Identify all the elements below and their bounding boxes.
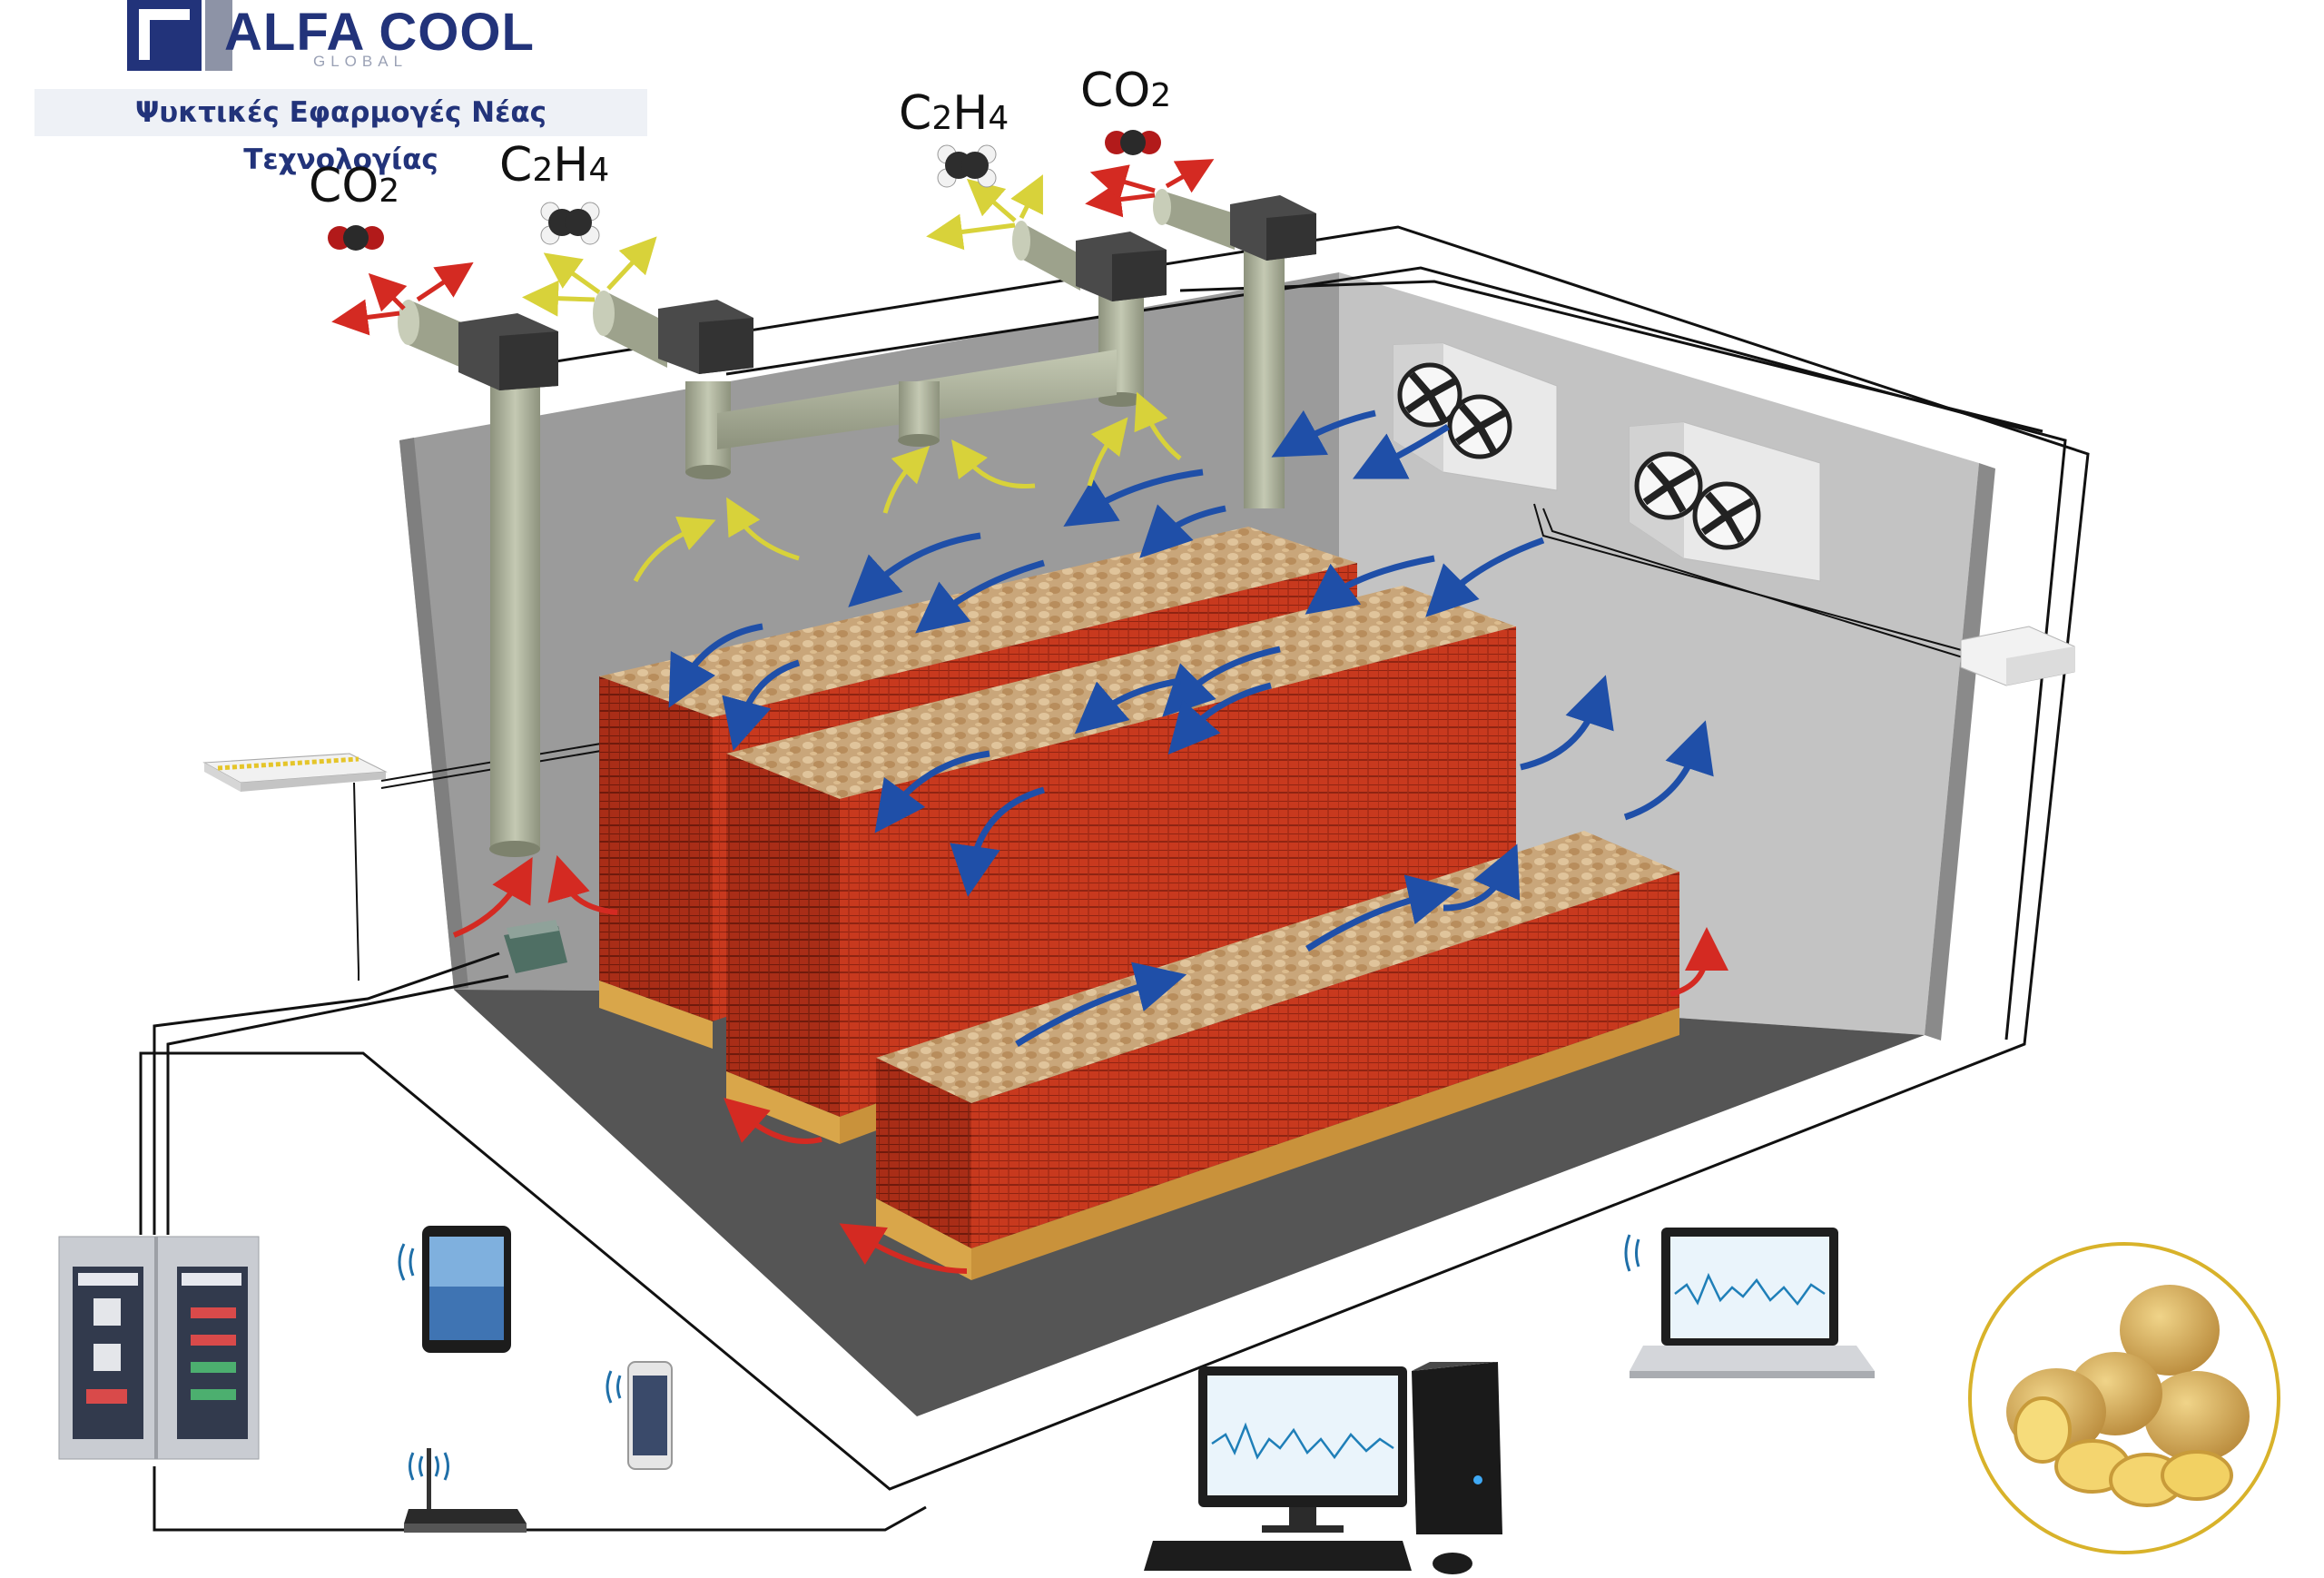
gas-label-co2-right: CO2 (1080, 64, 1172, 118)
control-panel-icon (58, 1236, 260, 1460)
smartphone-icon (606, 1361, 673, 1470)
tablet-icon (398, 1226, 511, 1353)
gas-label-co2-left: CO2 (309, 159, 400, 213)
brand-tagline: Ψυκτικές Εφαρμογές Νέας Τεχνολογίας (34, 89, 647, 176)
duct-fan-box-3 (1076, 232, 1167, 301)
room-left-edge (399, 438, 468, 990)
network-switch-icon (202, 753, 388, 792)
gas-label-c2h4-right: C2H4 (899, 86, 1009, 141)
ethylene-molecule-icon (540, 202, 600, 245)
desktop-computer-icon (1144, 1362, 1502, 1574)
ethylene-molecule-icon-2 (937, 144, 997, 188)
brand-name: ALFA COOL (224, 3, 535, 62)
ethylene-airflow (633, 391, 1182, 583)
evaporator-fan-icon-2 (1629, 421, 1821, 582)
gas-sensor-icon (504, 920, 567, 973)
duct-fan-box-4 (1230, 195, 1316, 261)
duct-fan-box-2 (658, 300, 753, 374)
duct-fan-box-1 (458, 313, 558, 390)
brand-logo: ALFA COOL GLOBAL (123, 0, 549, 80)
laptop-icon (1624, 1228, 1875, 1378)
network-switch-icon-2 (1960, 626, 2075, 686)
cold-airflow (668, 409, 1714, 1047)
exhaust-flows (331, 159, 1215, 336)
brand-sub: GLOBAL (313, 53, 409, 70)
router-icon (404, 1448, 527, 1533)
return-airflow (452, 854, 1728, 1274)
gas-label-c2h4-left: C2H4 (499, 138, 610, 192)
co2-molecule-icon (328, 225, 384, 251)
alfa-cool-logo-icon (127, 0, 232, 71)
room-right-wall-edge (1925, 463, 1995, 1040)
potato-icon (1968, 1242, 2280, 1554)
ventilation-ducts (398, 189, 1316, 857)
co2-molecule-icon-2 (1105, 130, 1161, 155)
